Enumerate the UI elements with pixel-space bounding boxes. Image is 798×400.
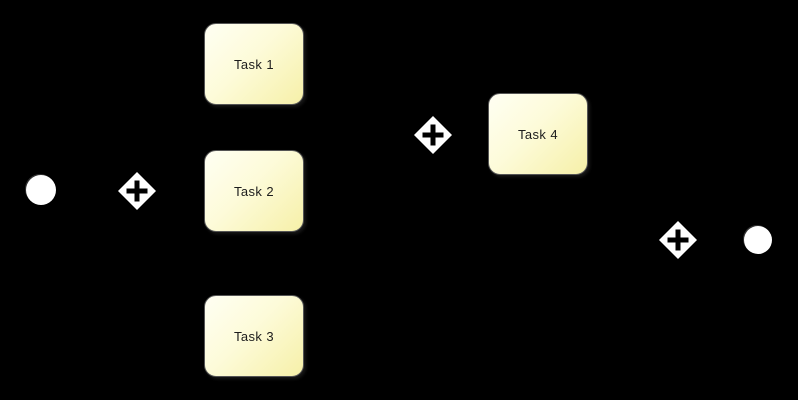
end-event[interactable]	[744, 226, 772, 254]
task-3-label: Task 3	[234, 328, 274, 344]
start-event[interactable]	[26, 175, 56, 205]
parallel-gateway-split[interactable]	[117, 171, 157, 211]
task-2-label: Task 2	[234, 183, 274, 199]
task-4-label: Task 4	[518, 126, 558, 142]
task-1[interactable]: Task 1	[204, 23, 304, 105]
task-4[interactable]: Task 4	[488, 93, 588, 175]
task-2[interactable]: Task 2	[204, 150, 304, 232]
parallel-gateway-join-1[interactable]	[413, 115, 453, 155]
parallel-gateway-plus-icon	[659, 221, 697, 259]
task-3[interactable]: Task 3	[204, 295, 304, 377]
parallel-gateway-plus-icon	[414, 116, 452, 154]
parallel-gateway-plus-icon	[118, 172, 156, 210]
parallel-gateway-join-2[interactable]	[658, 220, 698, 260]
task-1-label: Task 1	[234, 56, 274, 72]
